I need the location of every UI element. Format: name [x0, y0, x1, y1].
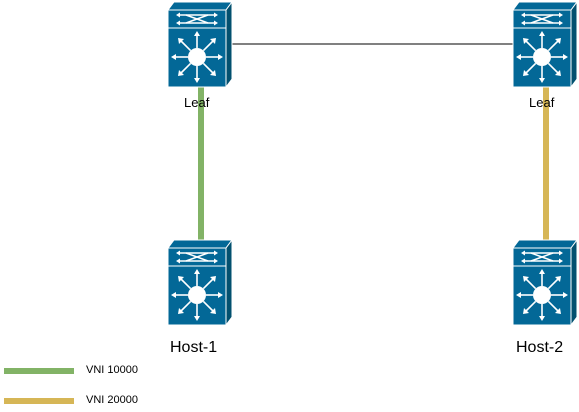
host-2-label: Host-2: [516, 339, 564, 356]
legend-label-vni-10000: VNI 10000: [86, 364, 138, 376]
host-2-switch-icon[interactable]: [512, 239, 578, 326]
leaf-left-switch-icon[interactable]: [167, 1, 233, 88]
host-1-label: Host-1: [170, 339, 218, 356]
leaf-left-label: Leaf: [184, 95, 210, 110]
host-1-switch-icon[interactable]: [167, 239, 233, 326]
leaf-right-label: Leaf: [529, 95, 555, 110]
leaf-right-switch-icon[interactable]: [512, 1, 578, 88]
legend-label-vni-20000: VNI 20000: [86, 394, 138, 406]
